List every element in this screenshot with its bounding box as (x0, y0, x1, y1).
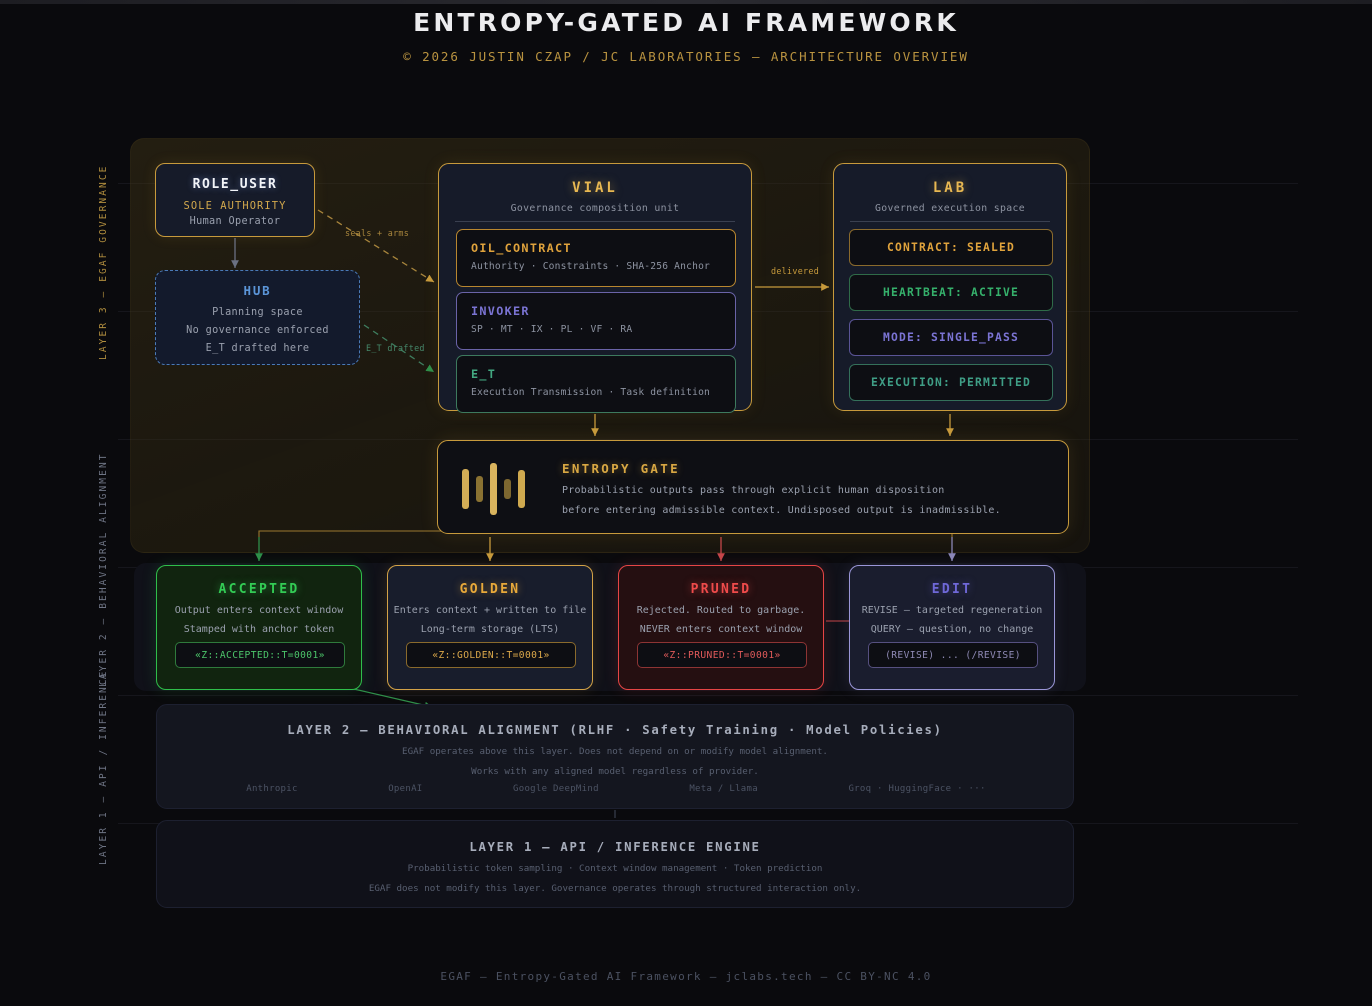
disposition-line2: QUERY — question, no change (870, 624, 1034, 635)
layer1-sub2: EGAF does not modify this layer. Governa… (368, 883, 862, 894)
connector-label-et-drafted: E_T drafted (366, 343, 425, 353)
entropy-bar (462, 469, 469, 509)
layer1-panel: LAYER 1 — API / INFERENCE ENGINE Probabi… (156, 820, 1074, 908)
layer2-sub1: EGAF operates above this layer. Does not… (402, 746, 828, 757)
hub-card[interactable]: HUB Planning space No governance enforce… (155, 270, 360, 365)
disposition-line2: Stamped with anchor token (183, 624, 335, 635)
disposition-title: GOLDEN (459, 582, 521, 597)
layer2-title: LAYER 2 — BEHAVIORAL ALIGNMENT (RLHF · S… (287, 723, 943, 737)
vial-item-e-t[interactable]: E_T Execution Transmission · Task defini… (456, 355, 736, 413)
disposition-line1: Rejected. Routed to garbage. (636, 605, 806, 616)
lab-title: LAB (932, 180, 968, 196)
disposition-token: «Z::PRUNED::T=0001» (637, 642, 807, 668)
vial-item-desc: SP · MT · IX · PL · VF · RA (471, 324, 633, 335)
role-user-title: ROLE_USER (192, 177, 278, 192)
provider-item: Groq · HuggingFace · ··· (848, 784, 986, 794)
disposition-title: PRUNED (690, 582, 752, 597)
disposition-line2: NEVER enters context window (639, 624, 803, 635)
disposition-card-edit[interactable]: EDIT REVISE — targeted regeneration QUER… (849, 565, 1055, 690)
provider-item: Meta / Llama (689, 784, 758, 794)
lab-status-contract: CONTRACT: SEALED (849, 229, 1053, 266)
rail-label-layer3: LAYER 3 — EGAF GOVERNANCE (98, 164, 109, 361)
entropy-gate-panel[interactable]: ENTROPY GATE Probabilistic outputs pass … (437, 440, 1069, 534)
vial-item-title: INVOKER (471, 304, 530, 318)
connector-label-delivered: delivered (771, 266, 820, 276)
disposition-card-pruned[interactable]: PRUNED Rejected. Routed to garbage. NEVE… (618, 565, 824, 690)
disposition-line1: Enters context + written to file (393, 605, 587, 616)
layer2-panel: LAYER 2 — BEHAVIORAL ALIGNMENT (RLHF · S… (156, 704, 1074, 809)
lab-panel[interactable]: LAB Governed execution space CONTRACT: S… (833, 163, 1067, 411)
entropy-waveform-icon (462, 461, 532, 517)
vial-panel[interactable]: VIAL Governance composition unit OIL_CON… (438, 163, 752, 413)
divider-line (118, 695, 1298, 696)
entropy-bar (504, 479, 511, 499)
layer1-title: LAYER 1 — API / INFERENCE ENGINE (469, 840, 761, 854)
entropy-bar (476, 476, 483, 502)
lab-status-heartbeat: HEARTBEAT: ACTIVE (849, 274, 1053, 311)
lab-status-execution: EXECUTION: PERMITTED (849, 364, 1053, 401)
hub-line2: No governance enforced (186, 325, 329, 336)
vial-title: VIAL (572, 180, 618, 196)
disposition-token: «Z::GOLDEN::T=0001» (406, 642, 576, 668)
page-title: ENTROPY-GATED AI FRAMEWORK (413, 8, 959, 37)
rail-label-layer1: LAYER 1 — API / INFERENCE (98, 669, 109, 866)
rail-label-layer2: LAYER 2 — BEHAVIORAL ALIGNMENT (98, 452, 109, 687)
page-subtitle: © 2026 JUSTIN CZAP / JC LABORATORIES — A… (403, 49, 969, 64)
hub-line1: Planning space (212, 307, 303, 318)
layer2-provider-list: Anthropic OpenAI Google DeepMind Meta / … (157, 784, 1075, 794)
role-user-line1: SOLE AUTHORITY (183, 200, 287, 212)
vial-subtitle: Governance composition unit (510, 203, 680, 214)
lab-divider (850, 221, 1050, 222)
disposition-token: (REVISE) ... (/REVISE) (868, 642, 1038, 668)
disposition-title: EDIT (931, 582, 973, 597)
disposition-line1: REVISE — targeted regeneration (861, 605, 1043, 616)
page-header: ENTROPY-GATED AI FRAMEWORK © 2026 JUSTIN… (0, 8, 1372, 64)
vial-item-invoker[interactable]: INVOKER SP · MT · IX · PL · VF · RA (456, 292, 736, 350)
provider-item: Google DeepMind (513, 784, 599, 794)
entropy-bar (490, 463, 497, 515)
hub-title: HUB (243, 283, 272, 298)
provider-item: Anthropic (246, 784, 298, 794)
lab-status-mode: MODE: SINGLE_PASS (849, 319, 1053, 356)
window-top-bar (0, 0, 1372, 4)
disposition-title: ACCEPTED (218, 582, 300, 597)
disposition-line2: Long-term storage (LTS) (420, 624, 560, 635)
disposition-card-golden[interactable]: GOLDEN Enters context + written to file … (387, 565, 593, 690)
layer1-sub1: Probabilistic token sampling · Context w… (407, 863, 823, 874)
vial-item-desc: Authority · Constraints · SHA-256 Anchor (471, 261, 711, 272)
disposition-token: «Z::ACCEPTED::T=0001» (175, 642, 345, 668)
page-footer: EGAF — Entropy-Gated AI Framework — jcla… (440, 970, 932, 983)
vial-divider (455, 221, 735, 222)
vial-item-title: OIL_CONTRACT (471, 241, 572, 255)
provider-item: OpenAI (388, 784, 423, 794)
disposition-card-accepted[interactable]: ACCEPTED Output enters context window St… (156, 565, 362, 690)
layer2-sub2: Works with any aligned model regardless … (471, 766, 759, 777)
vial-item-desc: Execution Transmission · Task definition (471, 387, 711, 398)
hub-line3: E_T drafted here (205, 343, 310, 354)
role-user-card[interactable]: ROLE_USER SOLE AUTHORITY Human Operator (155, 163, 315, 237)
lab-subtitle: Governed execution space (875, 203, 1025, 214)
disposition-line1: Output enters context window (174, 605, 344, 616)
divider-line (118, 439, 1298, 440)
vial-item-title: E_T (471, 367, 497, 381)
entropy-gate-line1: Probabilistic outputs pass through expli… (562, 485, 945, 496)
entropy-gate-title: ENTROPY GATE (562, 461, 680, 476)
entropy-bar (518, 470, 525, 508)
vial-item-oil-contract[interactable]: OIL_CONTRACT Authority · Constraints · S… (456, 229, 736, 287)
role-user-line2: Human Operator (189, 216, 281, 227)
connector-label-seals-arms: seals + arms (345, 228, 410, 238)
entropy-gate-line2: before entering admissible context. Undi… (562, 505, 1001, 516)
